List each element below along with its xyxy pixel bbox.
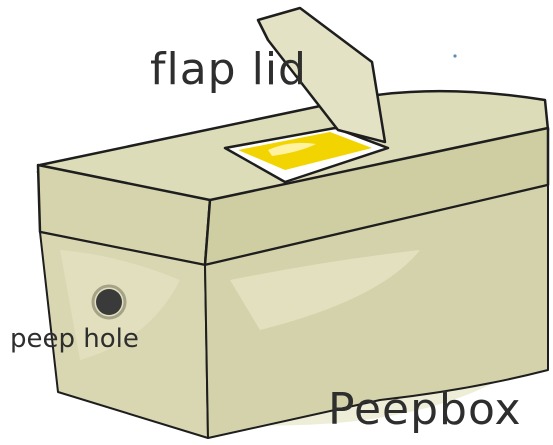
peep-hole-icon [96,289,122,315]
peepbox-title: Peepbox [328,388,522,432]
speck [453,54,456,57]
peep-hole-label: peep hole [10,326,139,352]
flap-lid-label: flap lid [150,48,307,92]
